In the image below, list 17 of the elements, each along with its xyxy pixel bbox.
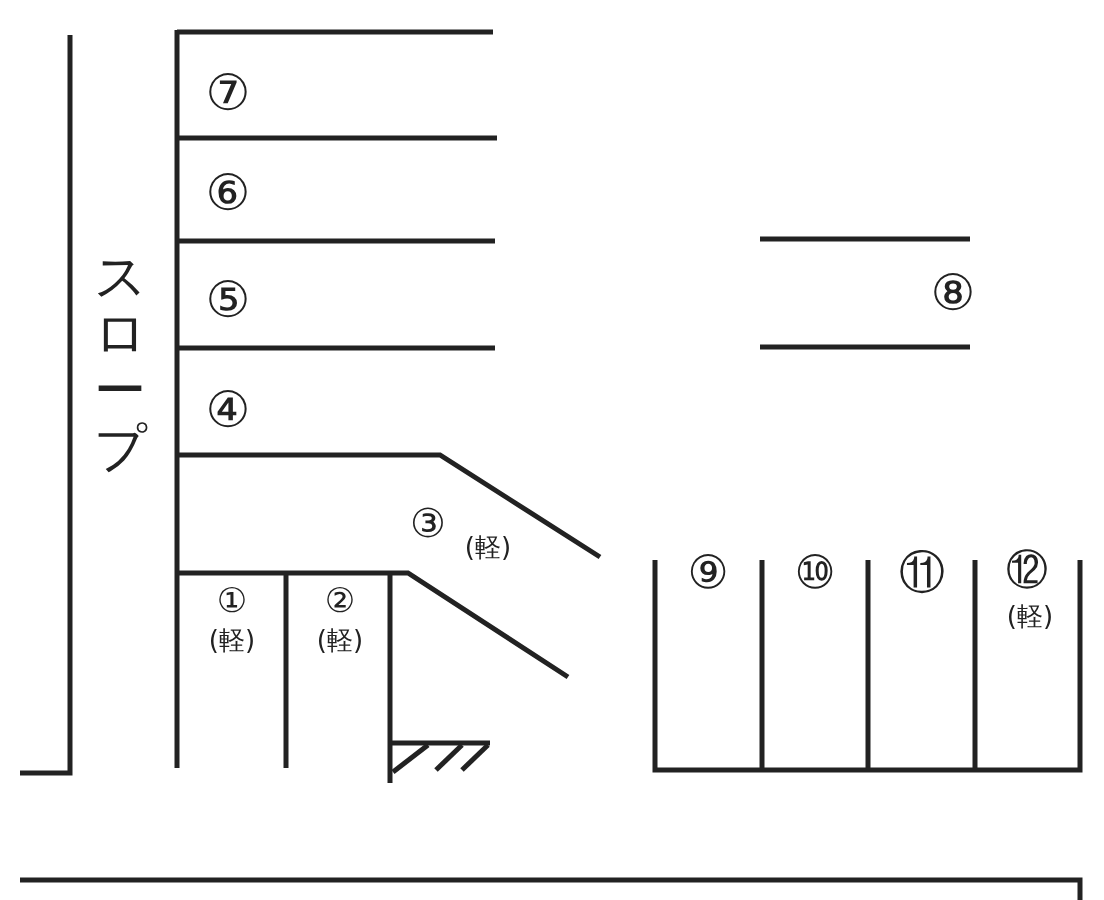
space-number: ⑤: [205, 275, 251, 325]
vehicle-type-note: (軽): [464, 534, 512, 560]
space-number: ④: [205, 385, 251, 435]
space-number: ⑥: [205, 168, 251, 218]
space-number: ①: [216, 583, 248, 617]
space-number: ⑦: [205, 68, 251, 118]
space-number: ⑪: [899, 549, 945, 595]
vehicle-type-note: (軽): [316, 627, 364, 653]
space-number: ②: [324, 583, 356, 617]
space-number: ⑨: [687, 549, 729, 595]
slope-label: スロープ: [94, 247, 146, 477]
vehicle-type-note: (軽): [208, 627, 256, 653]
space-number: ⑩: [794, 549, 836, 595]
vehicle-type-note: (軽): [1006, 603, 1054, 629]
space-number: ⑧: [930, 268, 976, 318]
space-number: ③: [410, 503, 446, 543]
space-number: ⑫: [1006, 549, 1048, 591]
